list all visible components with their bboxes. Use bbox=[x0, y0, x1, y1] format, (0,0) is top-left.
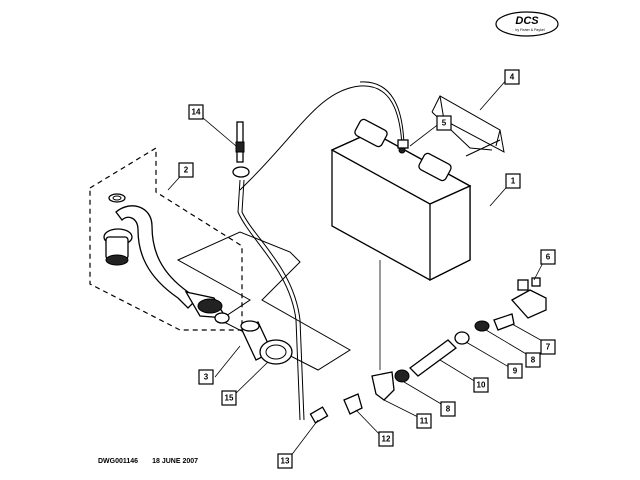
vent-tube bbox=[239, 81, 405, 191]
callout-13-label: 13 bbox=[281, 457, 290, 466]
callout-2: 2 bbox=[178, 162, 194, 178]
callout-8-lower: 8 bbox=[440, 401, 456, 417]
connector-tube bbox=[409, 339, 457, 377]
callout-9-label: 9 bbox=[513, 367, 518, 376]
callout-8-upper: 8 bbox=[525, 352, 541, 368]
drawing-number: DWG001146 bbox=[98, 458, 139, 465]
callout-1-label: 1 bbox=[511, 177, 516, 186]
callout-15-label: 15 bbox=[225, 394, 234, 403]
callout-8-lower-label: 8 bbox=[446, 405, 451, 414]
callout-3-label: 3 bbox=[204, 373, 209, 382]
brand-logo: DCS by Fisher & Paykel bbox=[494, 10, 560, 38]
callout-6-label: 6 bbox=[546, 253, 551, 262]
drain-assembly-dashed-outline bbox=[89, 146, 243, 331]
standpipe bbox=[232, 121, 329, 424]
callout-14: 14 bbox=[188, 104, 204, 120]
callout-5: 5 bbox=[436, 115, 452, 131]
callout-3: 3 bbox=[198, 369, 214, 385]
callout-7: 7 bbox=[540, 339, 556, 355]
drawing-date: 18 JUNE 2007 bbox=[152, 458, 199, 465]
callout-9: 9 bbox=[507, 363, 523, 379]
hose-clamp-upper bbox=[474, 320, 490, 332]
brand-logo-mark: DCS bbox=[515, 15, 539, 27]
adapter-fitting bbox=[343, 393, 363, 415]
callout-7-label: 7 bbox=[546, 343, 551, 352]
elbow-fitting bbox=[371, 371, 395, 401]
callout-11-label: 11 bbox=[420, 417, 429, 426]
callout-5-label: 5 bbox=[442, 119, 447, 128]
hose-barb bbox=[493, 313, 515, 331]
brand-logo-tagline: by Fisher & Paykel bbox=[515, 28, 544, 32]
water-tank bbox=[330, 118, 472, 282]
drain-hose bbox=[103, 193, 230, 324]
drain-valve bbox=[510, 277, 547, 319]
drawing-footer: DWG001146 18 JUNE 2007 bbox=[98, 458, 212, 465]
callout-1: 1 bbox=[505, 173, 521, 189]
callout-4: 4 bbox=[504, 69, 520, 85]
callout-12-label: 12 bbox=[382, 435, 391, 444]
callout-10-label: 10 bbox=[477, 381, 486, 390]
hose-clamp-lower bbox=[394, 369, 410, 383]
callout-14-label: 14 bbox=[192, 108, 201, 117]
callout-6: 6 bbox=[540, 249, 556, 265]
callout-2-label: 2 bbox=[184, 166, 189, 175]
inlet-fitting bbox=[397, 139, 409, 149]
callout-11: 11 bbox=[416, 413, 432, 429]
callout-10: 10 bbox=[473, 377, 489, 393]
callout-12: 12 bbox=[378, 431, 394, 447]
callout-15: 15 bbox=[221, 390, 237, 406]
callout-13: 13 bbox=[277, 453, 293, 469]
o-ring bbox=[259, 339, 293, 365]
callout-8-upper-label: 8 bbox=[531, 356, 536, 365]
nut bbox=[454, 331, 470, 345]
callout-4-label: 4 bbox=[510, 73, 515, 82]
mounting-plate-outline bbox=[176, 231, 351, 371]
